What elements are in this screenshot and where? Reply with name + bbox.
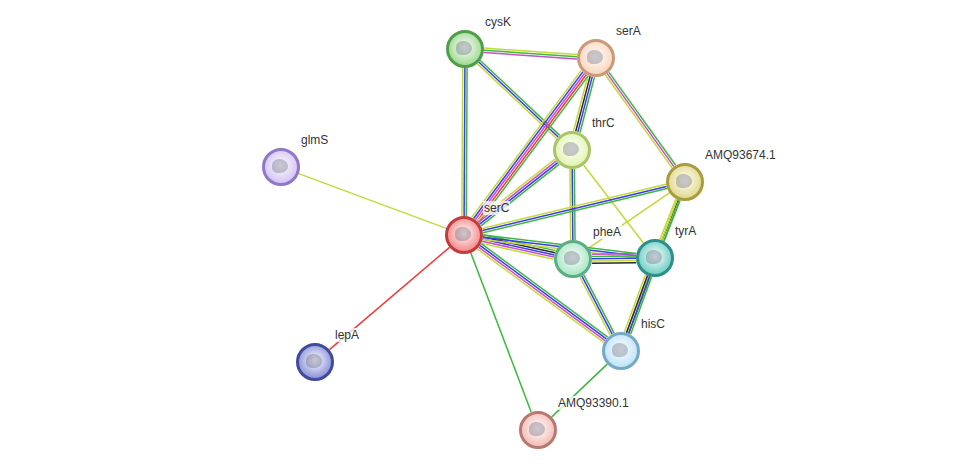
evidence-line (582, 276, 612, 334)
protein-circle (445, 216, 483, 254)
evidence-line (607, 73, 674, 166)
evidence-line (574, 169, 576, 240)
protein-node: serA (577, 39, 615, 77)
evidence-line (463, 68, 465, 216)
protein-label: hisC (640, 317, 666, 331)
protein-label: AMQ93674.1 (704, 148, 777, 162)
protein-node: cysK (446, 30, 484, 68)
evidence-line (592, 253, 636, 255)
protein-circle (553, 131, 591, 169)
protein-node: lepA (296, 343, 334, 381)
evidence-line (482, 184, 666, 228)
evidence-line (580, 277, 610, 335)
evidence-line (482, 186, 666, 230)
interaction-link (570, 169, 575, 240)
interaction-link (329, 247, 449, 349)
evidence-line (584, 275, 614, 333)
evidence-line (592, 262, 636, 264)
evidence-line (484, 52, 577, 58)
protein-node: serC (445, 216, 483, 254)
evidence-line (592, 257, 636, 259)
evidence-line (299, 174, 446, 229)
protein-circle (262, 148, 300, 186)
interaction-link (482, 184, 667, 232)
protein-circle (666, 163, 704, 201)
evidence-line (576, 76, 590, 131)
protein-circle (602, 332, 640, 370)
evidence-line (592, 255, 636, 257)
evidence-line (466, 68, 468, 216)
protein-label: tyrA (674, 224, 697, 238)
protein-circle (446, 30, 484, 68)
interaction-link (484, 48, 577, 59)
interaction-link (462, 68, 467, 216)
protein-label: cysK (484, 15, 512, 29)
evidence-line (609, 72, 676, 165)
protein-node: thrC (553, 131, 591, 169)
protein-label: lepA (334, 328, 360, 342)
protein-label: serC (483, 201, 510, 215)
protein-circle (577, 39, 615, 77)
evidence-line (480, 60, 559, 135)
protein-label: serA (615, 24, 642, 38)
protein-node: tyrA (636, 239, 674, 277)
protein-node: AMQ93390.1 (519, 411, 557, 449)
interaction-link (580, 275, 614, 335)
evidence-line (477, 159, 555, 220)
protein-node: glmS (262, 148, 300, 186)
interaction-link (627, 199, 680, 333)
evidence-line (483, 189, 667, 233)
evidence-line (592, 260, 636, 262)
interaction-link (299, 174, 446, 229)
protein-circle (296, 343, 334, 381)
evidence-line (569, 169, 571, 240)
protein-label: AMQ93390.1 (557, 396, 630, 410)
evidence-line (329, 247, 449, 349)
evidence-line (627, 199, 678, 332)
protein-label: pheA (592, 225, 622, 239)
evidence-line (574, 76, 588, 131)
protein-label: glmS (300, 133, 329, 147)
protein-node: pheA (554, 240, 592, 278)
protein-label: thrC (591, 116, 616, 130)
evidence-line (471, 253, 532, 412)
interaction-link (605, 72, 675, 168)
evidence-line (461, 68, 463, 216)
interaction-link (592, 254, 636, 263)
protein-circle (519, 411, 557, 449)
protein-circle (554, 240, 592, 278)
protein-node: AMQ93674.1 (666, 163, 704, 201)
interaction-link (471, 253, 532, 412)
protein-node: hisC (602, 332, 640, 370)
evidence-line (571, 169, 573, 240)
protein-circle (636, 239, 674, 277)
evidence-line (629, 200, 680, 333)
